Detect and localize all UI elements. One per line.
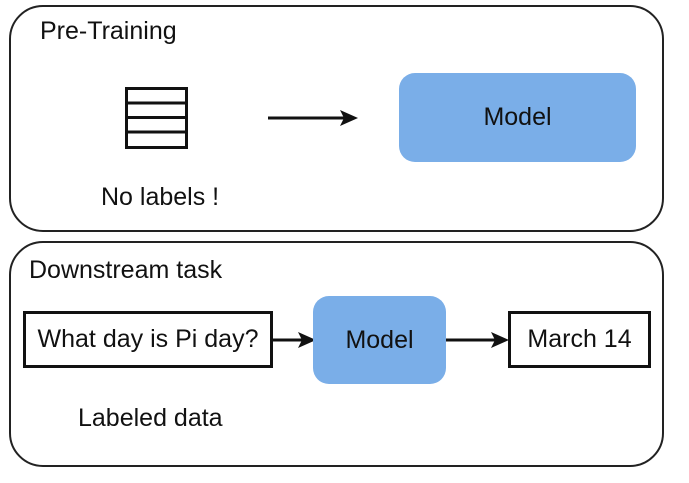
downstream-title: Downstream task xyxy=(29,256,223,284)
input-question-text: What day is Pi day? xyxy=(37,325,259,353)
input-to-model-arrow-icon xyxy=(273,332,316,348)
pretraining-title: Pre-Training xyxy=(40,17,177,45)
pretraining-model-box: Model xyxy=(399,73,636,162)
output-answer-text: March 14 xyxy=(527,325,632,353)
model-to-output-arrow-icon xyxy=(446,332,509,348)
pretraining-arrow-icon xyxy=(268,110,358,126)
labeled-data-caption: Labeled data xyxy=(78,404,223,432)
output-answer-box: March 14 xyxy=(508,311,651,368)
no-labels-caption: No labels ! xyxy=(101,183,220,211)
input-question-box: What day is Pi day? xyxy=(23,311,273,368)
downstream-model-label: Model xyxy=(345,325,414,354)
table-rows-icon xyxy=(125,87,188,149)
pretraining-model-label: Model xyxy=(483,103,552,131)
downstream-model-box: Model xyxy=(313,296,446,384)
